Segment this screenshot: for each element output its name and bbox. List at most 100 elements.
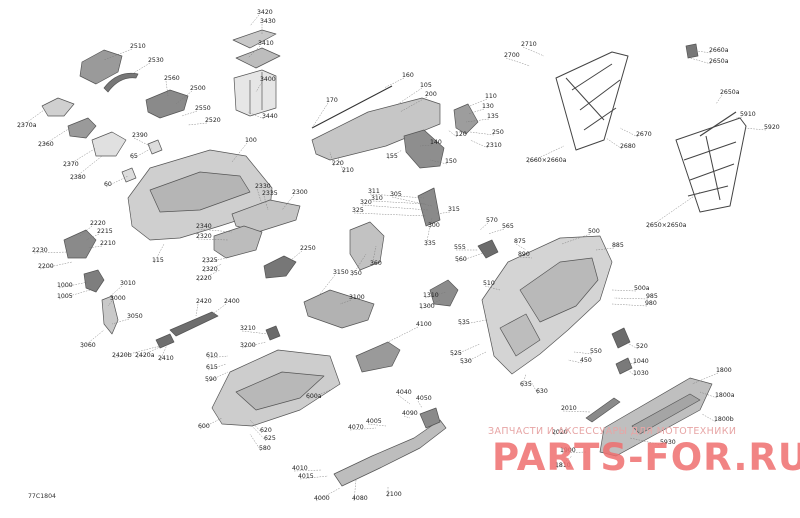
part-bar-5910[interactable] xyxy=(699,111,737,137)
leader-line xyxy=(249,419,263,434)
callout-label: 3000 xyxy=(110,295,126,302)
callout-label: 3410 xyxy=(258,40,274,47)
part-console-bin[interactable] xyxy=(235,47,281,69)
callout-label: 60 xyxy=(104,181,112,188)
leader-line xyxy=(561,233,591,245)
callout-label: 620 xyxy=(260,427,272,434)
leader-line xyxy=(231,142,248,163)
callout-label: 980 xyxy=(645,300,657,307)
leader-line xyxy=(64,147,97,168)
callout-label: 2020 xyxy=(552,429,568,436)
part-grille-2250[interactable] xyxy=(263,255,297,279)
part-upper-panel[interactable] xyxy=(311,97,441,161)
part-rod[interactable] xyxy=(311,85,393,129)
callout-label: 3050 xyxy=(127,313,143,320)
part-side-trim-2200[interactable] xyxy=(63,229,97,259)
leader-line xyxy=(285,250,303,265)
callout-label: 120 xyxy=(455,131,467,138)
part-shield-350[interactable] xyxy=(349,221,385,271)
callout-label: 2340 xyxy=(196,223,212,230)
part-handle[interactable] xyxy=(103,72,139,93)
part-frame-4000[interactable] xyxy=(333,419,447,487)
leader-line xyxy=(249,433,262,452)
part-storage-bin[interactable] xyxy=(233,69,277,117)
leader-line xyxy=(311,102,329,129)
callout-label: 2330 xyxy=(255,183,271,190)
leader-line xyxy=(562,410,591,413)
leader-line xyxy=(623,361,636,365)
part-cup-holder[interactable] xyxy=(91,131,127,157)
leader-line xyxy=(621,339,639,350)
leader-line xyxy=(397,87,423,105)
leader-line xyxy=(367,423,387,427)
callout-label: 5920 xyxy=(764,124,780,131)
part-mount-560[interactable] xyxy=(477,239,499,259)
part-tab-2660a[interactable] xyxy=(685,43,699,59)
callout-label: 305 xyxy=(390,191,402,198)
part-glovebox-tray[interactable] xyxy=(145,89,189,119)
callout-label: 2660a xyxy=(709,47,729,54)
part-bracket-3210[interactable] xyxy=(265,325,281,341)
callout-label: 635 xyxy=(520,381,532,388)
part-skid-3100[interactable] xyxy=(303,289,375,329)
part-bracket-2310[interactable] xyxy=(453,103,479,135)
leader-line xyxy=(519,256,533,259)
callout-label: 2520 xyxy=(205,117,221,124)
part-bracket-310[interactable] xyxy=(417,187,441,227)
callout-label: 2550 xyxy=(195,105,211,112)
leader-line xyxy=(527,145,565,164)
callout-label: 2420b xyxy=(112,352,132,359)
part-bracket-3050[interactable] xyxy=(101,295,119,335)
part-bracket-4100[interactable] xyxy=(355,341,401,373)
callout-label: 450 xyxy=(580,357,592,364)
callout-label: 2420a xyxy=(135,352,155,359)
part-crossbeam-2400[interactable] xyxy=(169,311,219,337)
callout-label: 525 xyxy=(450,350,462,357)
callout-label: 510 xyxy=(483,280,495,287)
leader-line xyxy=(263,195,269,211)
leader-line xyxy=(429,217,433,229)
leader-line xyxy=(605,137,623,150)
leader-line xyxy=(206,371,229,383)
callout-label: 1005 xyxy=(57,293,73,300)
callout-label: 5910 xyxy=(740,111,756,118)
part-rops-front[interactable] xyxy=(555,51,629,151)
leader-line xyxy=(175,90,193,105)
part-dash-support[interactable] xyxy=(231,199,301,233)
callout-label: 600 xyxy=(198,423,210,430)
callout-label: 2500 xyxy=(190,85,206,92)
leader-line xyxy=(353,212,427,217)
part-knee-pad-1000[interactable] xyxy=(83,269,105,293)
part-bracket-2410[interactable] xyxy=(155,333,175,349)
callout-label: 3400 xyxy=(260,76,276,83)
callout-label: 220 xyxy=(332,160,344,167)
callout-label: 130 xyxy=(482,103,494,110)
callout-label: 3100 xyxy=(349,294,365,301)
part-speaker-mount[interactable] xyxy=(67,117,97,139)
part-mount-1030[interactable] xyxy=(615,357,633,375)
leader-line xyxy=(307,389,331,400)
part-panel-140[interactable] xyxy=(403,129,445,169)
leader-line xyxy=(383,326,419,345)
leader-line xyxy=(71,155,103,181)
part-glovebox-cover[interactable] xyxy=(79,49,123,85)
part-dash-lower[interactable] xyxy=(213,225,263,259)
leader-line xyxy=(465,118,490,123)
part-bracket-4050[interactable] xyxy=(419,407,441,429)
leader-line xyxy=(58,281,89,289)
leader-line xyxy=(425,225,431,247)
part-bar-2010[interactable] xyxy=(585,397,621,423)
part-clip-60[interactable] xyxy=(121,167,137,183)
part-console-lid[interactable] xyxy=(232,29,277,49)
callout-label: 2210 xyxy=(100,240,116,247)
leader-line xyxy=(595,247,615,251)
part-vent-cover[interactable] xyxy=(41,97,75,117)
callout-label: 2310 xyxy=(486,142,502,149)
callout-label: 150 xyxy=(445,158,457,165)
part-clip-65[interactable] xyxy=(147,139,163,155)
part-mount-520[interactable] xyxy=(611,327,631,349)
part-mount-1300[interactable] xyxy=(429,279,459,307)
part-rops-rear[interactable] xyxy=(675,117,747,213)
callout-label: 4005 xyxy=(366,418,382,425)
leader-line xyxy=(251,425,267,442)
